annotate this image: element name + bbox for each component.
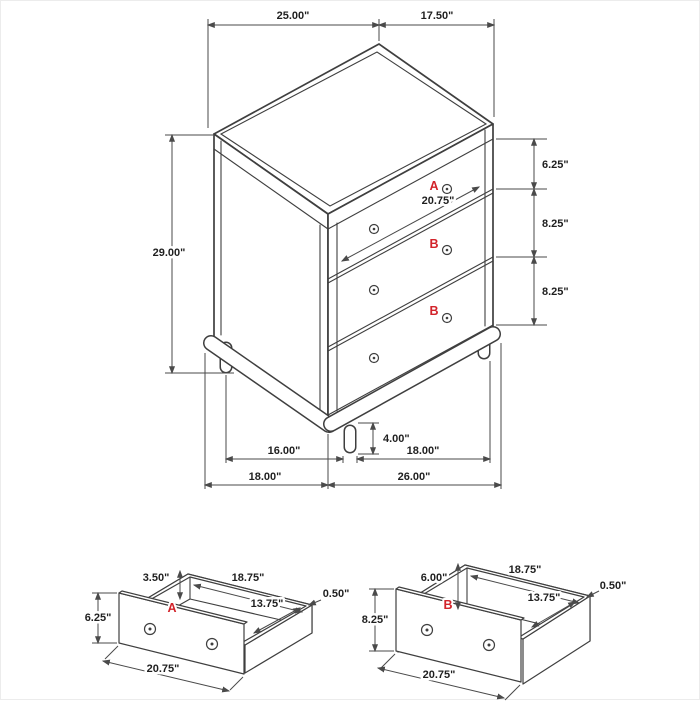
leader-b-wall-thickness — [585, 590, 600, 598]
drawer-knob — [205, 637, 219, 651]
dim-line-a-inner-depth — [252, 607, 302, 634]
dim-a-inner-width: 18.75" — [232, 572, 265, 584]
ext-line — [229, 676, 244, 691]
dim-line-drawer-width — [340, 186, 481, 262]
dim-bottom-drawer-height: 8.25" — [542, 286, 569, 298]
dim-a-wall-height: 3.50" — [143, 572, 170, 584]
dim-drawer-front-width: 20.75" — [422, 195, 455, 207]
drawer-a-panel-top-edge — [118, 590, 248, 625]
dim-b-wall-thickness: 0.50" — [600, 580, 627, 592]
main-dimension-labels: 25.00" 17.50" 29.00" 6.25" 8.25" 8.25" 2… — [150, 8, 571, 486]
drawer-letter-b1: B — [429, 237, 438, 251]
main-extension-lines — [165, 19, 547, 489]
dim-b-wall-height: 6.00" — [421, 572, 448, 584]
drawer-a-dimensions: 6.25" 20.75" 3.50" 18.75" 0.50" 13.75" — [82, 570, 352, 693]
drawer-knob — [420, 623, 434, 637]
drawer-b2-bottom-edge — [327, 324, 494, 416]
ext-line — [379, 653, 396, 670]
dim-a-front-height: 6.25" — [85, 612, 112, 624]
base-rail-side-fill — [204, 336, 336, 432]
drawer-knob — [441, 244, 453, 256]
dim-top-drawer-height: 6.25" — [542, 159, 569, 171]
ext-line — [504, 684, 521, 701]
drawer-b1-bottom-edge — [327, 256, 494, 348]
cabinet-base-rails — [203, 326, 501, 433]
drawer-knob — [441, 183, 453, 195]
dim-b-inner-depth: 13.75" — [528, 592, 561, 604]
dim-line-a-front-width — [101, 659, 231, 693]
dim-b-front-height: 8.25" — [362, 614, 389, 626]
main-dimension-lines — [168, 21, 538, 489]
dim-line-b-inner-width — [469, 574, 581, 605]
drawer-knob — [441, 312, 453, 324]
dim-a-inner-depth: 13.75" — [251, 598, 284, 610]
dim-middle-drawer-height: 8.25" — [542, 218, 569, 230]
drawer-knob — [368, 223, 380, 235]
ext-line — [104, 645, 119, 660]
drawer-a-box: A — [118, 573, 313, 675]
drawer-b-letter: B — [443, 598, 452, 612]
drawer-knob — [482, 638, 496, 652]
base-rail-front-fill — [324, 327, 500, 431]
dim-line-b-front-width — [376, 666, 506, 700]
dim-top-depth: 17.50" — [421, 10, 454, 22]
dim-a-wall-thickness: 0.50" — [323, 588, 350, 600]
dim-leg-spacing-front: 18.00" — [407, 445, 440, 457]
drawer-letter-b2: B — [429, 304, 438, 318]
dim-base-depth: 18.00" — [249, 471, 282, 483]
dim-overall-height: 29.00" — [153, 247, 186, 259]
dim-b-inner-width: 18.75" — [509, 564, 542, 576]
dim-a-front-width: 20.75" — [147, 663, 180, 675]
drawer-knob — [143, 622, 157, 636]
top-slab-edge-side — [213, 148, 329, 230]
drawer-a-detail: A 6.25" 20.75" 3.50" 18.75" 0.50" 13.75" — [82, 570, 352, 693]
dim-leg-spacing-side: 16.00" — [268, 445, 301, 457]
drawer-b-dimensions: 8.25" 20.75" 6.00" 18.75" 0.50" 13.75" — [359, 562, 629, 701]
dim-line-b-inner-depth — [530, 601, 577, 628]
main-view: 25.00" 17.50" 29.00" 6.25" 8.25" 8.25" 2… — [150, 8, 571, 489]
drawer-letter-a: A — [429, 179, 438, 193]
dim-base-width: 26.00" — [398, 471, 431, 483]
dim-top-width: 25.00" — [277, 10, 310, 22]
main-drawer-letters: A B B — [427, 177, 440, 320]
drawer-b-detail: B 8.25" 20.75" 6.00" 18.75" 0.50" 13.75" — [359, 562, 629, 701]
drawer-knob — [368, 284, 380, 296]
cabinet-top-inset-edge — [219, 51, 488, 207]
drawer-b2-top-edge — [327, 260, 494, 352]
dim-b-front-width: 20.75" — [423, 669, 456, 681]
drawer-knob — [368, 352, 380, 364]
dim-leg-height: 4.00" — [383, 433, 410, 445]
leader-a-wall-thickness — [307, 599, 322, 606]
drawer-a-letter: A — [167, 601, 176, 615]
